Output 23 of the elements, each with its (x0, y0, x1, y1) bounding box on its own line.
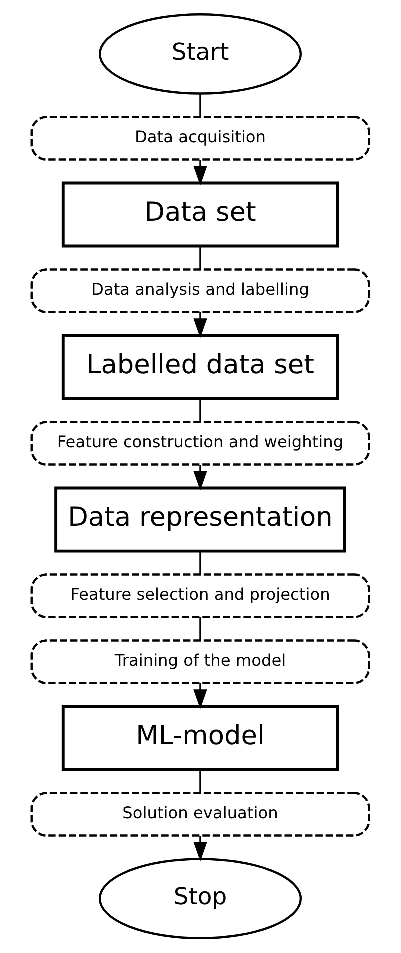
connector (200, 246, 202, 270)
node-box: Feature construction and weighting (30, 421, 370, 466)
connector (200, 617, 202, 640)
node-ellipse: Stop (98, 858, 302, 940)
arrow (194, 312, 208, 338)
node-box: Training of the model (30, 640, 370, 684)
arrow (194, 836, 208, 862)
connector (200, 94, 202, 117)
node-box: Feature selection and projection (30, 574, 370, 618)
arrow (194, 465, 208, 491)
node-box: Data representation (54, 486, 346, 553)
node-box: Solution evaluation (30, 792, 370, 837)
connector (200, 551, 202, 574)
node-ellipse: Start (98, 14, 302, 95)
node-box: Labelled data set (62, 334, 340, 400)
node-box: Data analysis and labelling (30, 268, 370, 314)
connector (200, 398, 202, 422)
arrow (194, 684, 208, 710)
node-box: Data acquisition (30, 116, 370, 161)
arrow (194, 160, 208, 186)
connector (200, 770, 202, 793)
node-box: ML-model (62, 705, 340, 772)
node-box: Data set (62, 182, 340, 248)
